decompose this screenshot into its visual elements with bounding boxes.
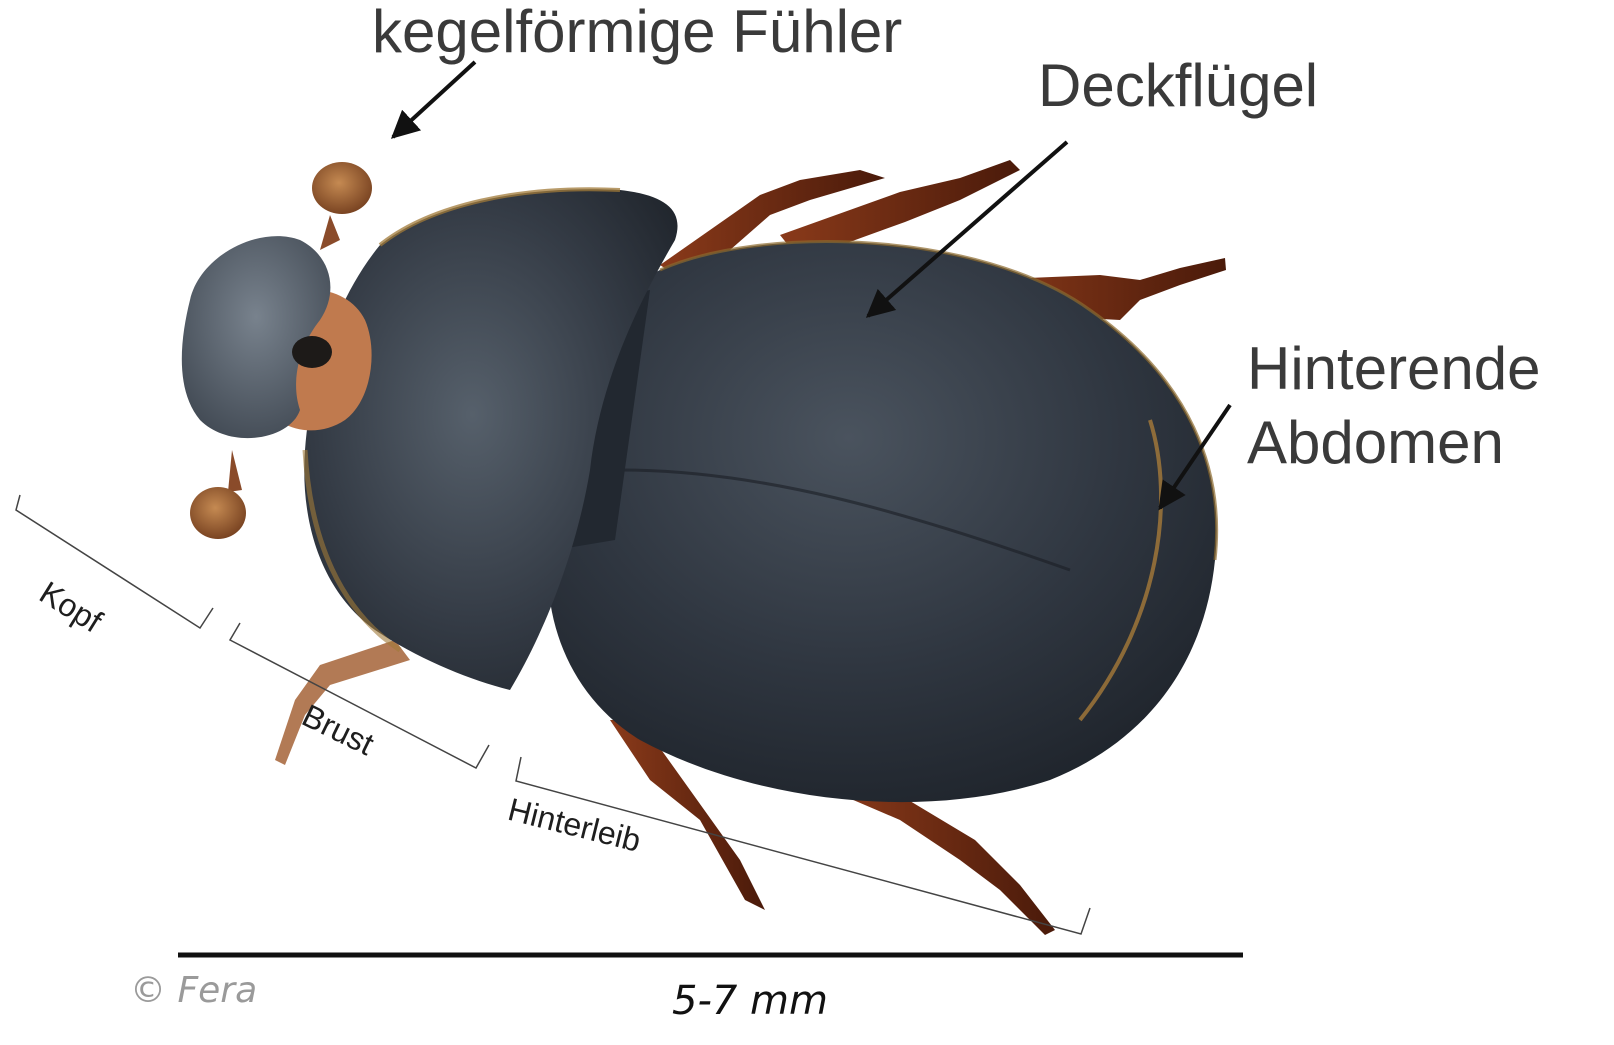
antenna-club-lower [190, 487, 246, 539]
label-elytra: Deckflügel [1038, 56, 1318, 116]
arrow-antennae [393, 62, 475, 137]
label-rear-line1: Hinterende [1247, 339, 1541, 399]
antenna-stalk-lower [228, 450, 242, 492]
elytra-shell [548, 242, 1217, 802]
antenna-stalk-upper [320, 215, 340, 250]
scale-label: 5-7 mm [672, 978, 828, 1024]
beetle-head [182, 236, 372, 438]
leg-hind-lower [830, 790, 1055, 935]
label-antennae: kegelförmige Fühler [372, 2, 902, 62]
beetle-elytra [548, 242, 1217, 802]
eye [292, 336, 332, 368]
credit-label: © Fera [130, 970, 257, 1011]
antenna-club-upper [312, 162, 372, 214]
label-rear-line2: Abdomen [1247, 413, 1504, 473]
